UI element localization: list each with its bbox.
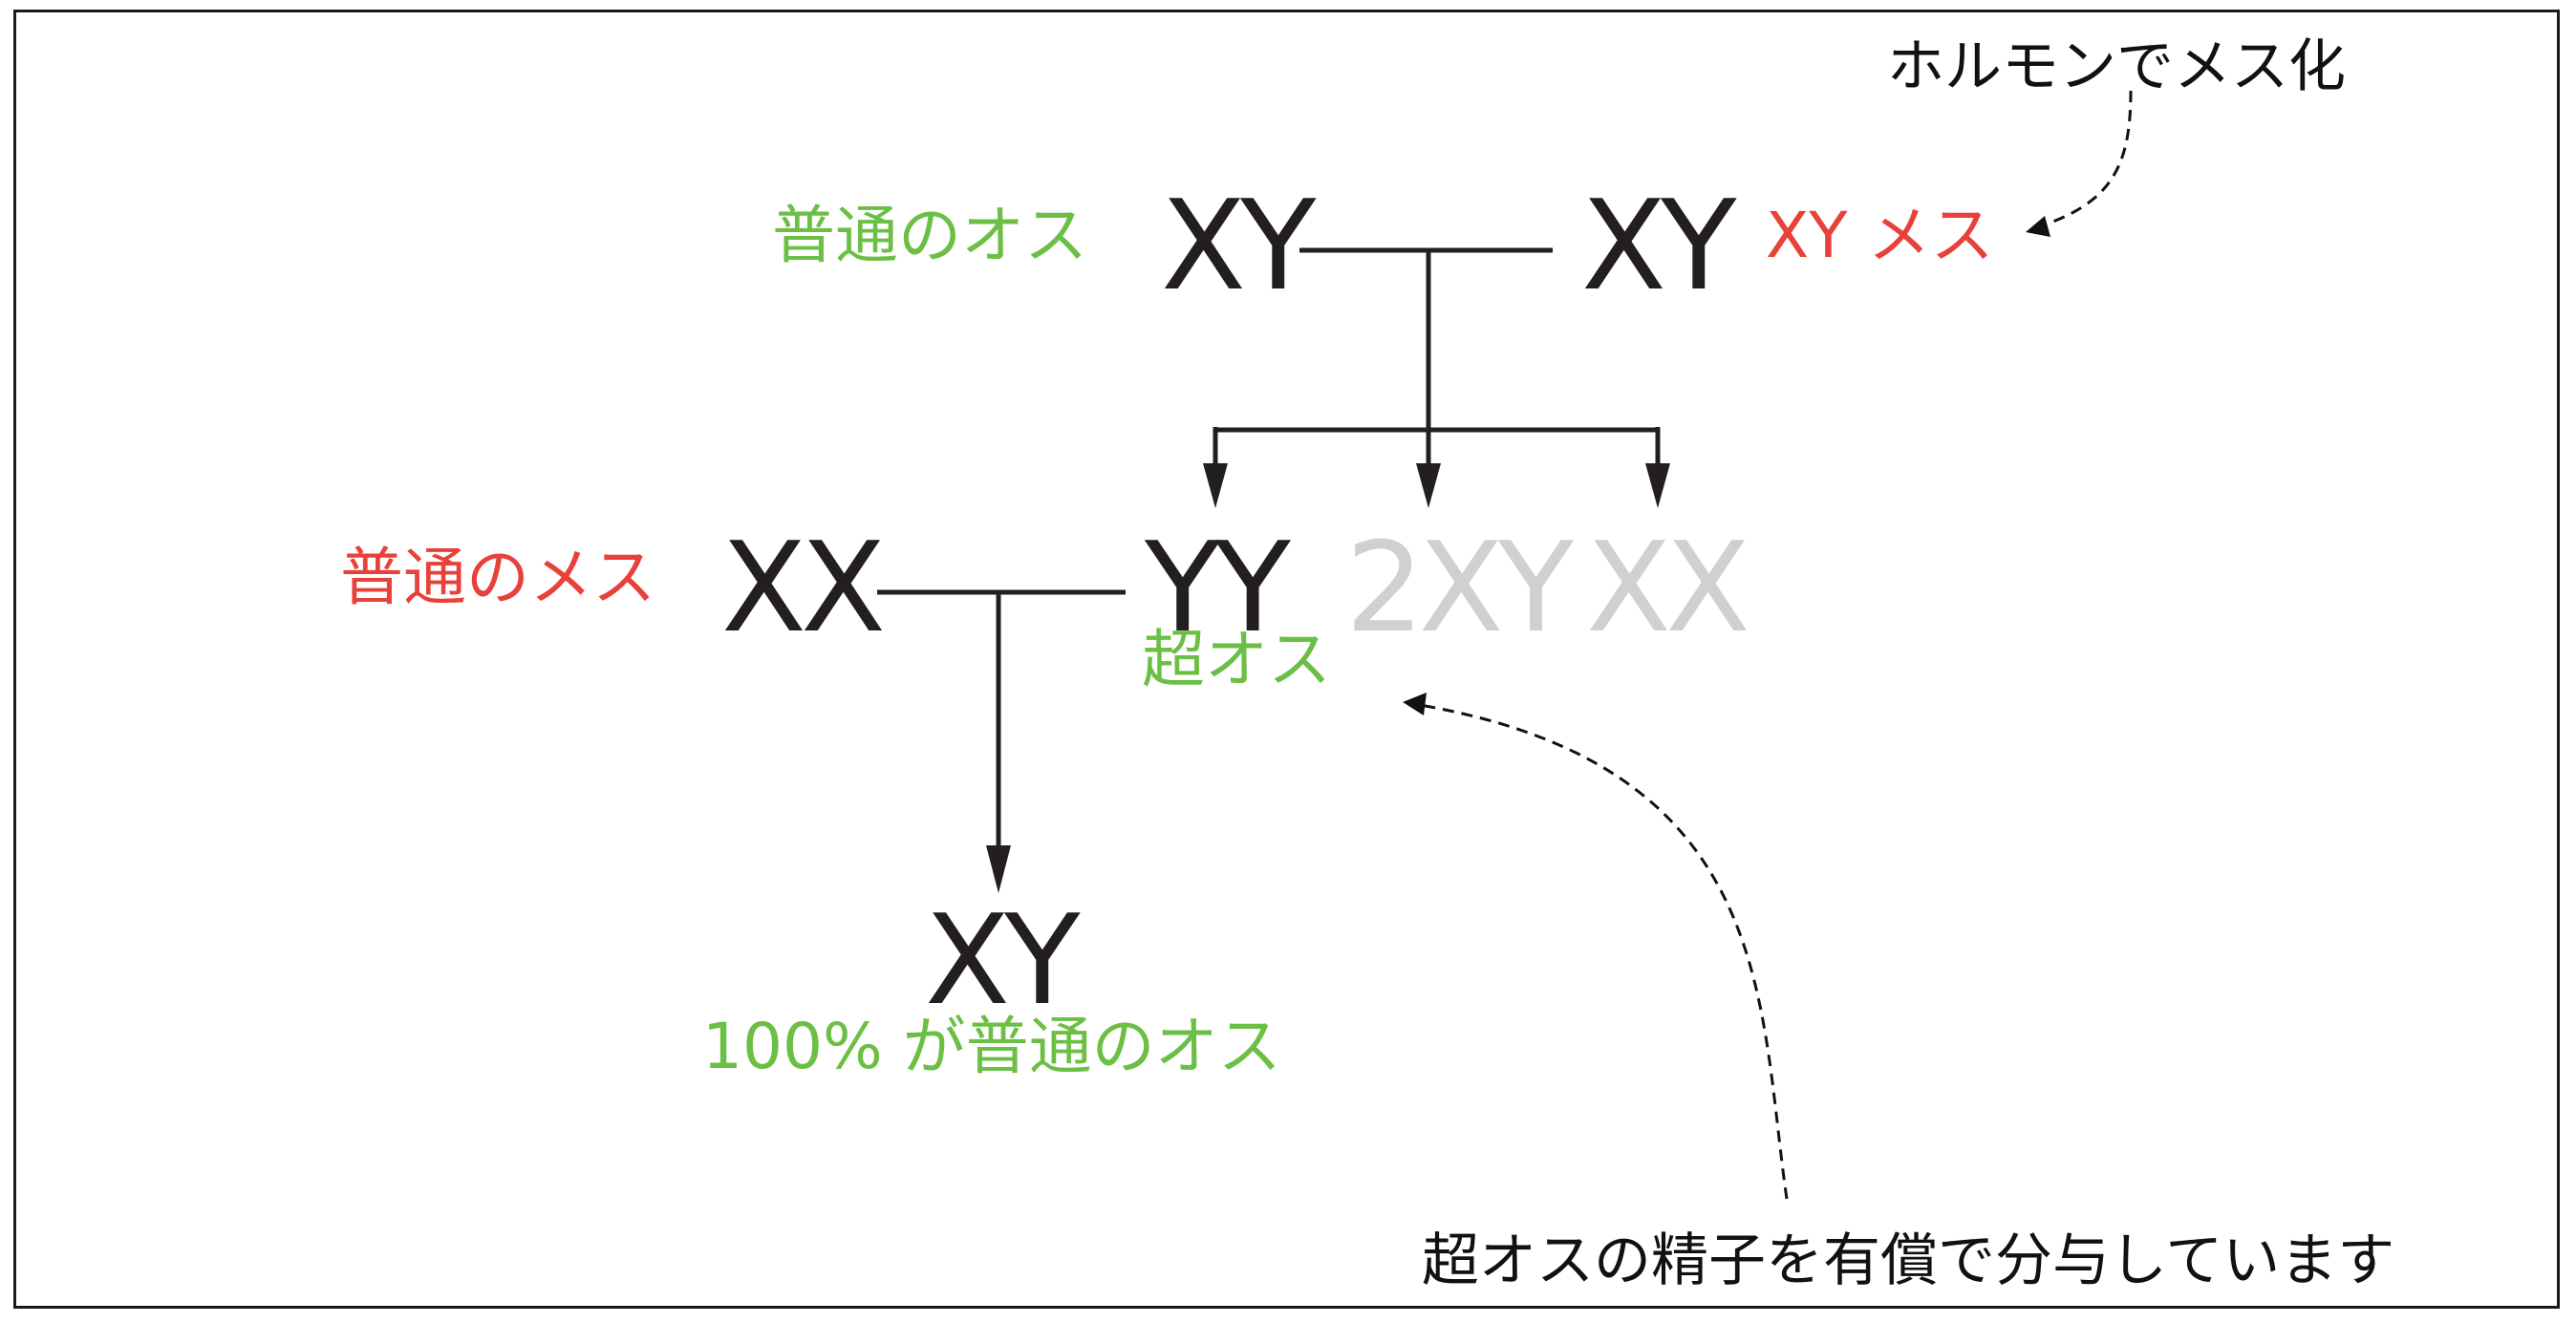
yy-label: 超オス	[1142, 623, 1331, 696]
sperm-note: 超オスの精子を有償で分与しています	[1422, 1227, 2395, 1294]
sperm-dashed-arrow	[1413, 702, 1789, 1200]
xy-faded-genotype: 2XY	[1345, 515, 1574, 660]
diagram-frame	[13, 10, 2560, 1309]
hormone-note: ホルモンでメス化	[1887, 33, 2346, 100]
sperm-dashed-arrowhead	[1403, 693, 1427, 715]
yy-genotype: YY	[1145, 515, 1291, 660]
father-genotype: XY	[1161, 173, 1316, 318]
arrow-to-2xy-head	[1416, 463, 1441, 508]
arrow-to-gen2-head	[986, 845, 1011, 893]
hormone-dashed-arrow	[2029, 90, 2133, 231]
arrow-to-xx-head	[1645, 463, 1670, 508]
father-label: 普通のオス	[772, 199, 1087, 272]
mother-genotype: XY	[1581, 173, 1736, 318]
gen2-offspring-label: 100% が普通のオス	[702, 1010, 1281, 1083]
female-label: 普通のメス	[340, 541, 655, 614]
female-genotype: XX	[721, 515, 886, 660]
hormone-dashed-arrowhead	[2026, 216, 2050, 237]
arrow-to-yy-head	[1203, 463, 1228, 508]
mother-label: XY メス	[1766, 199, 1994, 272]
xx-faded-genotype: XX	[1586, 515, 1750, 660]
gen2-offspring-genotype: XY	[925, 887, 1080, 1033]
